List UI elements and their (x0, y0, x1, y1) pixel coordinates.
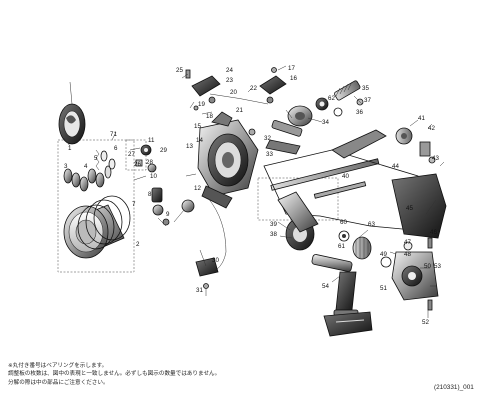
callout-60: 60 (340, 219, 347, 226)
footnotes: ※丸付き番号はベアリングを示します。 調整板の枚数は、図中の表現と一致しません。… (8, 362, 220, 387)
callout-35: 35 (362, 85, 369, 92)
callout-43: 43 (432, 155, 439, 162)
callout-32: 32 (264, 135, 271, 142)
callout-7: 7 (132, 201, 136, 208)
callout-38: 38 (270, 231, 277, 238)
callout-50: 50 (424, 263, 431, 270)
callout-33: 33 (266, 151, 273, 158)
spool-shaft-small-parts (135, 144, 195, 226)
callout-53: 53 (434, 263, 441, 270)
callout-11: 11 (148, 137, 155, 144)
callout-44: 44 (392, 163, 399, 170)
rotor (197, 111, 259, 209)
drag-knob (58, 103, 86, 145)
callout-37: 37 (364, 97, 371, 104)
callout-49: 49 (380, 251, 387, 258)
callout-2: 2 (136, 241, 140, 248)
callout-54: 54 (322, 283, 329, 290)
callout-45: 45 (406, 205, 413, 212)
callout-61: 61 (338, 243, 345, 250)
callout-24: 24 (226, 67, 233, 74)
rotor-nut-assembly (277, 191, 350, 251)
callout-labels: 1 2 3 4 5 6 7 8 9 10 11 12 13 14 15 16 1… (64, 65, 441, 326)
callout-71: 71 (110, 131, 117, 138)
callout-34: 34 (322, 119, 329, 126)
callout-52: 52 (422, 319, 429, 326)
callout-30: 30 (212, 257, 219, 264)
callout-13: 13 (186, 143, 193, 150)
drag-washer-stack (63, 149, 116, 192)
callout-10: 10 (150, 173, 157, 180)
callout-6: 6 (114, 145, 118, 152)
callout-16: 16 (290, 75, 297, 82)
main-shaft (270, 158, 380, 199)
callout-23: 23 (226, 77, 233, 84)
callout-47: 47 (404, 239, 411, 246)
line-roller-assembly (209, 93, 313, 155)
callout-27: 27 (128, 151, 135, 158)
callout-21: 21 (236, 107, 243, 114)
leader-lines (63, 65, 445, 318)
callout-22: 22 (250, 85, 257, 92)
spool-assembly-box (57, 139, 135, 273)
gearbox-cover (380, 237, 439, 311)
callout-31: 31 (196, 287, 203, 294)
drawing-code: (210331)_001 (434, 384, 474, 391)
callout-18: 18 (206, 113, 213, 120)
callout-4: 4 (84, 163, 88, 170)
callout-3: 3 (64, 163, 68, 170)
callout-20: 20 (230, 89, 237, 96)
callout-48: 48 (404, 251, 411, 258)
callout-51: 51 (380, 285, 387, 292)
callout-17: 17 (288, 65, 295, 72)
callout-29: 29 (160, 147, 167, 154)
note-shim: 調整板の枚数は、図中の表現と一致しません。必ずしも図示の数量ではありません。 (8, 371, 221, 378)
drive-gear (395, 127, 436, 164)
callout-36: 36 (356, 109, 363, 116)
callout-25: 25 (176, 67, 183, 74)
callout-40: 40 (342, 173, 349, 180)
callout-41: 41 (418, 115, 425, 122)
callout-46: 46 (430, 229, 437, 236)
note-bearing: ※丸付き番号はベアリングを示します。 (8, 363, 108, 369)
reel-body (263, 129, 447, 239)
callout-62: 62 (328, 95, 335, 102)
callout-19: 19 (198, 101, 205, 108)
callout-12: 12 (194, 185, 201, 192)
note-disassembly: 分解の際は中の部品にご注意ください。 (8, 379, 109, 386)
callout-9: 9 (166, 211, 170, 218)
callout-8: 8 (148, 191, 152, 198)
callout-63: 63 (368, 221, 375, 228)
bail-spring (195, 197, 227, 289)
callout-39: 39 (270, 221, 277, 228)
spool (63, 195, 131, 259)
callout-28: 28 (146, 159, 153, 166)
callout-26: 26 (134, 161, 141, 168)
callout-15: 15 (194, 123, 201, 130)
callout-5: 5 (94, 155, 98, 162)
handle-shaft (311, 236, 372, 272)
callout-14: 14 (196, 137, 203, 144)
callout-42: 42 (428, 125, 435, 132)
reel-handle (323, 271, 373, 337)
callout-1: 1 (68, 145, 72, 152)
